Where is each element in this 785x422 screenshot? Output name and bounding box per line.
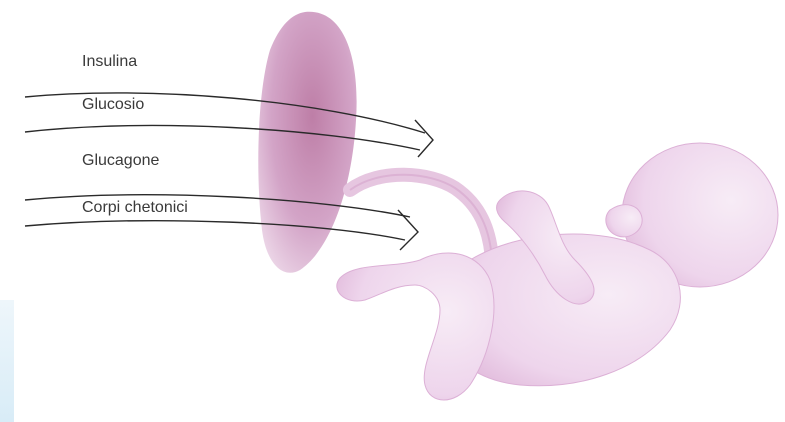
placenta (258, 12, 356, 273)
label-glucagone: Glucagone (82, 152, 159, 170)
label-corpi-chetonici: Corpi chetonici (82, 199, 188, 217)
arrows (25, 93, 433, 250)
label-glucosio: Glucosio (82, 96, 144, 114)
label-insulina: Insulina (82, 53, 137, 71)
